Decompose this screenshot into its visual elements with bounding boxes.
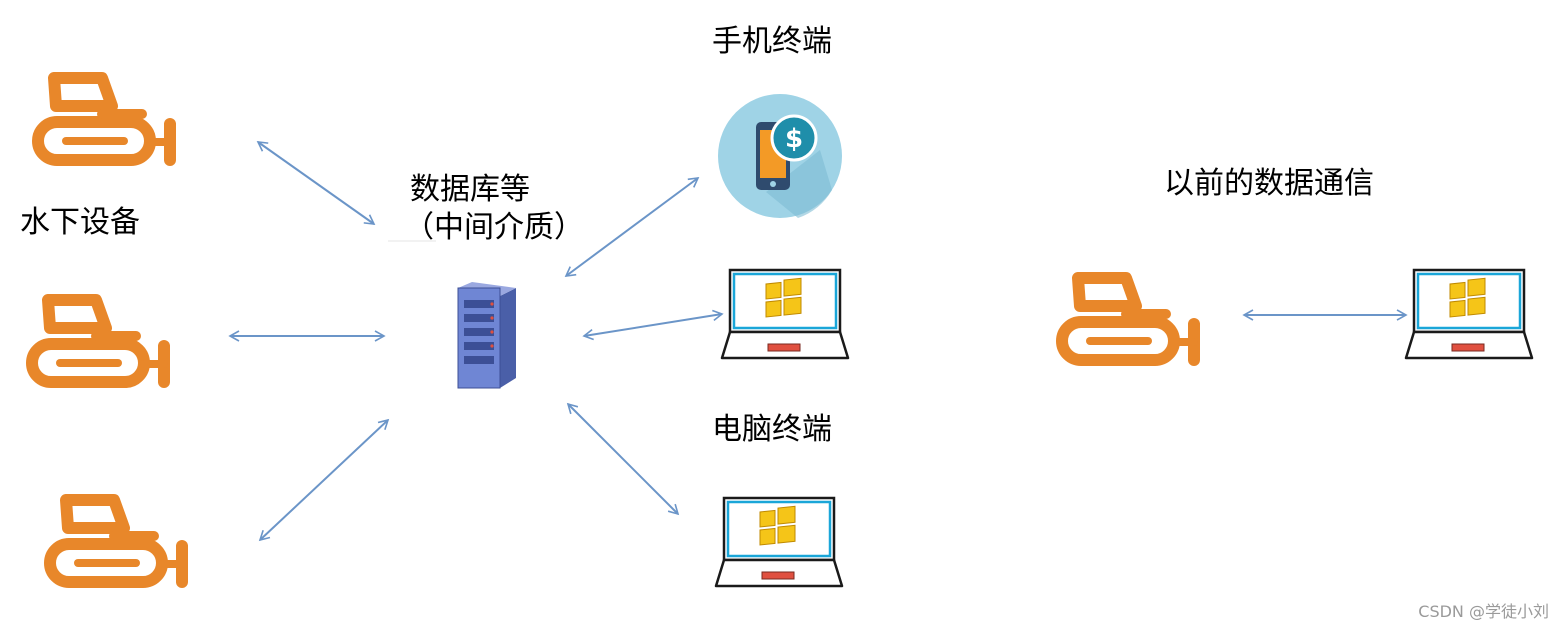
server-icon <box>457 282 516 389</box>
laptop-windows-icon <box>714 496 844 588</box>
laptop-windows-icon <box>1404 268 1534 360</box>
arrow-device1-server <box>256 141 376 225</box>
label-database: 数据库等 <box>410 172 530 207</box>
svg-text:$: $ <box>785 124 803 154</box>
excavator-icon <box>1062 278 1194 360</box>
label-underwater-devices: 水下设备 <box>20 205 140 240</box>
watermark: CSDN @学徒小刘 <box>1418 602 1549 621</box>
label-pc-terminal: 电脑终端 <box>712 412 832 447</box>
laptop-windows-icon <box>720 268 850 360</box>
excavator-icon <box>38 78 170 160</box>
arrow-server-laptop2 <box>566 402 680 516</box>
arrow-server-phone <box>564 177 700 277</box>
phone-dollar-icon: $ <box>718 94 842 218</box>
excavator-icon <box>50 500 182 582</box>
label-intermediate-medium: （中间介质） <box>404 210 584 245</box>
label-mobile-terminal: 手机终端 <box>712 24 832 59</box>
arrow-server-laptop1 <box>582 309 724 341</box>
label-previous-communication: 以前的数据通信 <box>1164 166 1374 201</box>
arrow-device3-server <box>258 418 390 542</box>
excavator-icon <box>32 300 164 382</box>
